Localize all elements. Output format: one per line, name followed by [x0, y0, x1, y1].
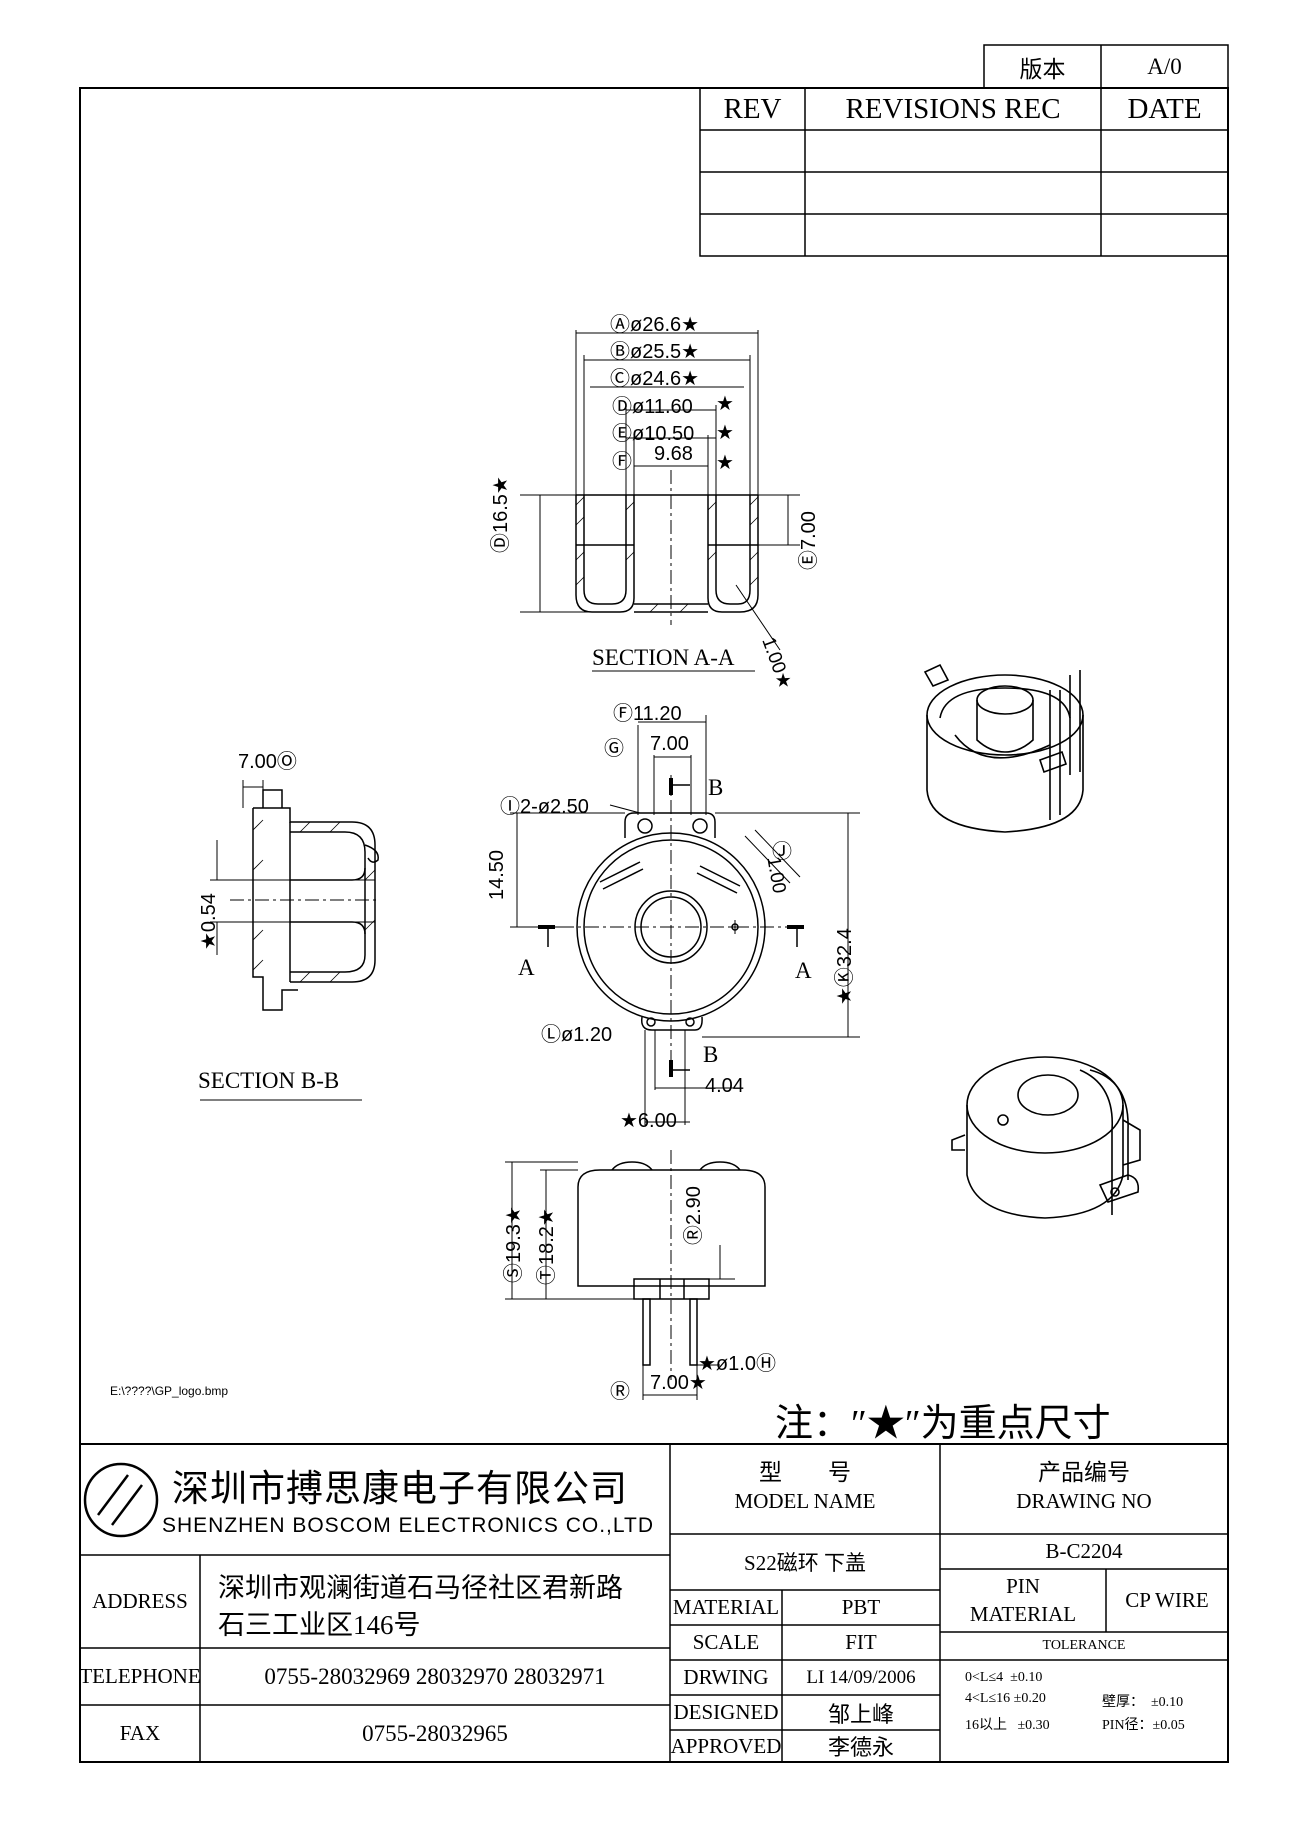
dim-r-2-90: Ⓡ2.90	[683, 1186, 705, 1245]
drawing-label-en: DRAWING NO	[1016, 1488, 1152, 1513]
drawing-by-value: LI 14/09/2006	[806, 1666, 916, 1688]
dim-f-value: 9.68	[654, 443, 693, 465]
logo-file-path: E:\????\GP_logo.bmp	[110, 1384, 229, 1398]
dim-height-d: Ⓓ16.5★	[490, 476, 512, 553]
model-label-en: MODEL NAME	[734, 1488, 876, 1513]
dim-14-50: 14.50	[486, 849, 508, 900]
dim-r-marker-bottom: Ⓡ	[610, 1381, 630, 1403]
dim-l-diameter: Ⓛø1.20	[541, 1024, 613, 1046]
telephone-value: 0755-28032969 28032970 28032971	[264, 1663, 606, 1689]
iso-view-upper	[923, 663, 1084, 833]
tolerance-line-3: 16以上 ±0.30	[965, 1718, 1050, 1733]
title-block-lines	[80, 1443, 1228, 1762]
telephone-label: TELEPHONE	[79, 1664, 201, 1688]
pin-material-value: CP WIRE	[1125, 1588, 1209, 1612]
section-a-a-drawing	[520, 330, 800, 672]
side-view-drawing	[505, 1150, 766, 1400]
company-name-cn: 深圳市搏思康电子有限公司	[172, 1469, 628, 1510]
dim-k-32-4: ★Ⓚ32.4	[834, 928, 856, 1005]
dim-g-marker: Ⓖ	[604, 738, 624, 760]
top-view-drawing	[510, 715, 860, 1125]
drawing-border	[79, 87, 1229, 1763]
approved-label: APPROVED	[670, 1733, 782, 1758]
dim-4-04: 4.04	[705, 1075, 744, 1097]
address-label: ADDRESS	[92, 1589, 188, 1613]
date-header: DATE	[1127, 92, 1202, 125]
dim-d-diameter: Ⓓø11.60	[612, 396, 693, 418]
version-value: A/0	[1147, 53, 1182, 79]
section-mark-a-left: A	[518, 955, 535, 980]
revisions-rec-header: REVISIONS REC	[845, 92, 1061, 125]
company-name-en: SHENZHEN BOSCOM ELECTRONICS CO.,LTD	[162, 1514, 654, 1537]
iso-view-lower	[951, 1056, 1141, 1219]
dim-6-00: ★6.00	[620, 1110, 677, 1132]
designed-value: 邹上峰	[827, 1701, 894, 1727]
rev-header: REV	[723, 92, 782, 125]
dim-e-diameter: Ⓔø10.50	[612, 423, 695, 445]
dim-e-star: ★	[716, 422, 734, 444]
dim-7-00-pins: 7.00★	[650, 1372, 707, 1394]
scale-value: FIT	[845, 1630, 877, 1654]
dim-g-value: 7.00	[650, 733, 689, 755]
pin-material-label-1: PIN	[1006, 1573, 1040, 1598]
drawing-by-label: DRWING	[683, 1665, 769, 1689]
section-mark-a-right: A	[795, 958, 812, 983]
tolerance-line-1: 0<L≤4 ±0.10	[965, 1670, 1043, 1685]
dim-f-star: ★	[716, 452, 734, 474]
fax-value: 0755-28032965	[362, 1720, 508, 1746]
model-name-value: S22磁环 下盖	[744, 1551, 866, 1575]
fax-label: FAX	[119, 1721, 161, 1745]
tolerance-label: TOLERANCE	[1042, 1638, 1126, 1653]
dim-s-19-3: Ⓢ19.3★	[503, 1206, 525, 1283]
dim-f-marker: Ⓕ	[612, 451, 632, 473]
tolerance-pin: PIN径：±0.05	[1102, 1718, 1185, 1733]
material-label: MATERIAL	[672, 1595, 780, 1619]
dim-a-diameter: Ⓐø26.6★	[610, 314, 700, 336]
approved-value: 李德永	[827, 1735, 894, 1760]
dim-i-holes: Ⓘ2-ø2.50	[500, 796, 589, 818]
section-b-b-drawing	[200, 780, 380, 1101]
scale-label: SCALE	[692, 1630, 760, 1654]
dim-j-marker: Ⓙ	[772, 841, 792, 863]
dim-b-diameter: Ⓑø25.5★	[610, 341, 700, 363]
tolerance-wall: 壁厚： ±0.10	[1102, 1695, 1184, 1710]
dim-b-b-top: 7.00Ⓞ	[238, 751, 297, 773]
dim-b-b-left: ★0.54	[198, 893, 220, 950]
version-label: 版本	[1019, 56, 1066, 82]
material-value: PBT	[841, 1595, 881, 1619]
drawing-no-value: B-C2204	[1045, 1539, 1123, 1563]
pin-material-label-2: MATERIAL	[969, 1601, 1077, 1626]
section-b-b-title: SECTION B-B	[198, 1068, 340, 1093]
dim-c-diameter: Ⓒø24.6★	[610, 368, 700, 390]
address-line-2: 石三工业区146号	[218, 1610, 421, 1640]
designed-label: DESIGNED	[673, 1700, 779, 1724]
dim-height-e: Ⓔ7.00	[798, 511, 820, 570]
model-label-cn: 型 号	[759, 1460, 851, 1485]
dim-d-star: ★	[716, 393, 734, 415]
drawing-label-cn: 产品编号	[1038, 1460, 1130, 1485]
tolerance-line-2: 4<L≤16 ±0.20	[965, 1691, 1046, 1706]
address-line-1: 深圳市观澜街道石马径社区君新路	[218, 1573, 623, 1603]
dim-t-18-2: Ⓣ18.2★	[536, 1208, 558, 1285]
key-dimension-note: 注：″★″为重点尺寸	[775, 1403, 1111, 1445]
section-mark-b-top: B	[708, 775, 724, 800]
dim-h-pin-diameter: ★ø1.0Ⓗ	[698, 1353, 776, 1375]
dim-f-11-20: Ⓕ11.20	[613, 703, 682, 725]
section-mark-b-bottom: B	[703, 1042, 719, 1067]
section-a-a-title: SECTION A-A	[592, 645, 735, 670]
